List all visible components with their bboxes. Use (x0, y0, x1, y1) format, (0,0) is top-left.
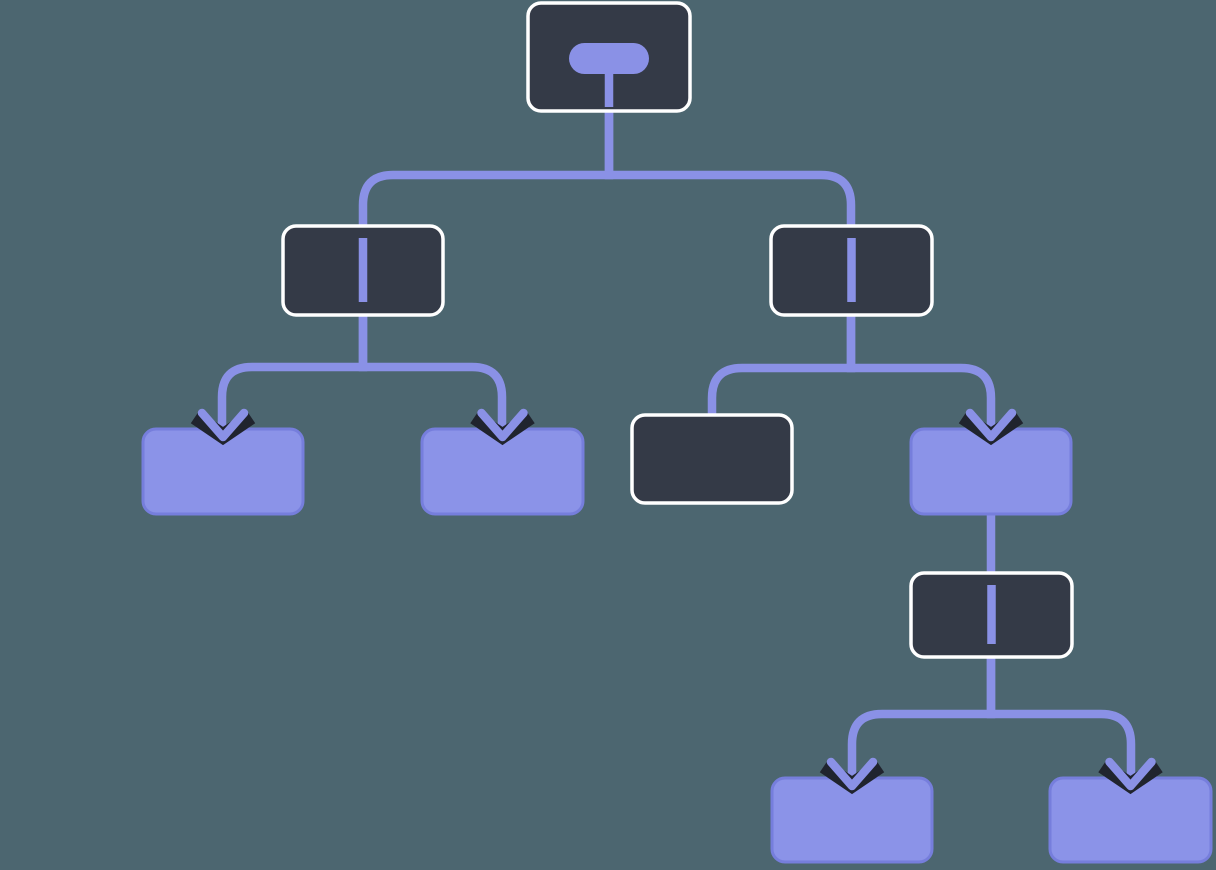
pass-through-connector (987, 585, 996, 644)
connector-branch-left-to-leaf-left-1 (217, 308, 368, 436)
mid-dark-node[interactable] (630, 413, 794, 505)
connector-branch-right-to-mid-purple (846, 308, 996, 436)
connector-root-to-branch-left (358, 95, 614, 232)
connector-root-to-branch-right (604, 95, 856, 232)
connector-branch-bottom-to-leaf-bottom-1 (847, 650, 996, 785)
edges-layer (217, 95, 1136, 785)
nodes-layer (141, 1, 1213, 864)
connector-branch-left-to-leaf-left-2 (358, 308, 507, 436)
arrowhead-down-icon (197, 408, 249, 442)
arrowhead-down-icon (1105, 757, 1156, 791)
pass-through-connector (358, 238, 368, 302)
root-pill-stem (604, 58, 614, 107)
connector-branch-bottom-to-leaf-bottom-2 (986, 650, 1136, 785)
arrowhead-down-icon (826, 757, 878, 791)
arrowhead-down-icon (965, 408, 1017, 442)
arrowhead-down-icon (477, 408, 528, 442)
decorations-layer (358, 43, 996, 644)
connector-branch-right-to-mid-dark (707, 308, 856, 422)
pass-through-connector (847, 238, 856, 302)
markers-layer (190, 408, 1163, 795)
